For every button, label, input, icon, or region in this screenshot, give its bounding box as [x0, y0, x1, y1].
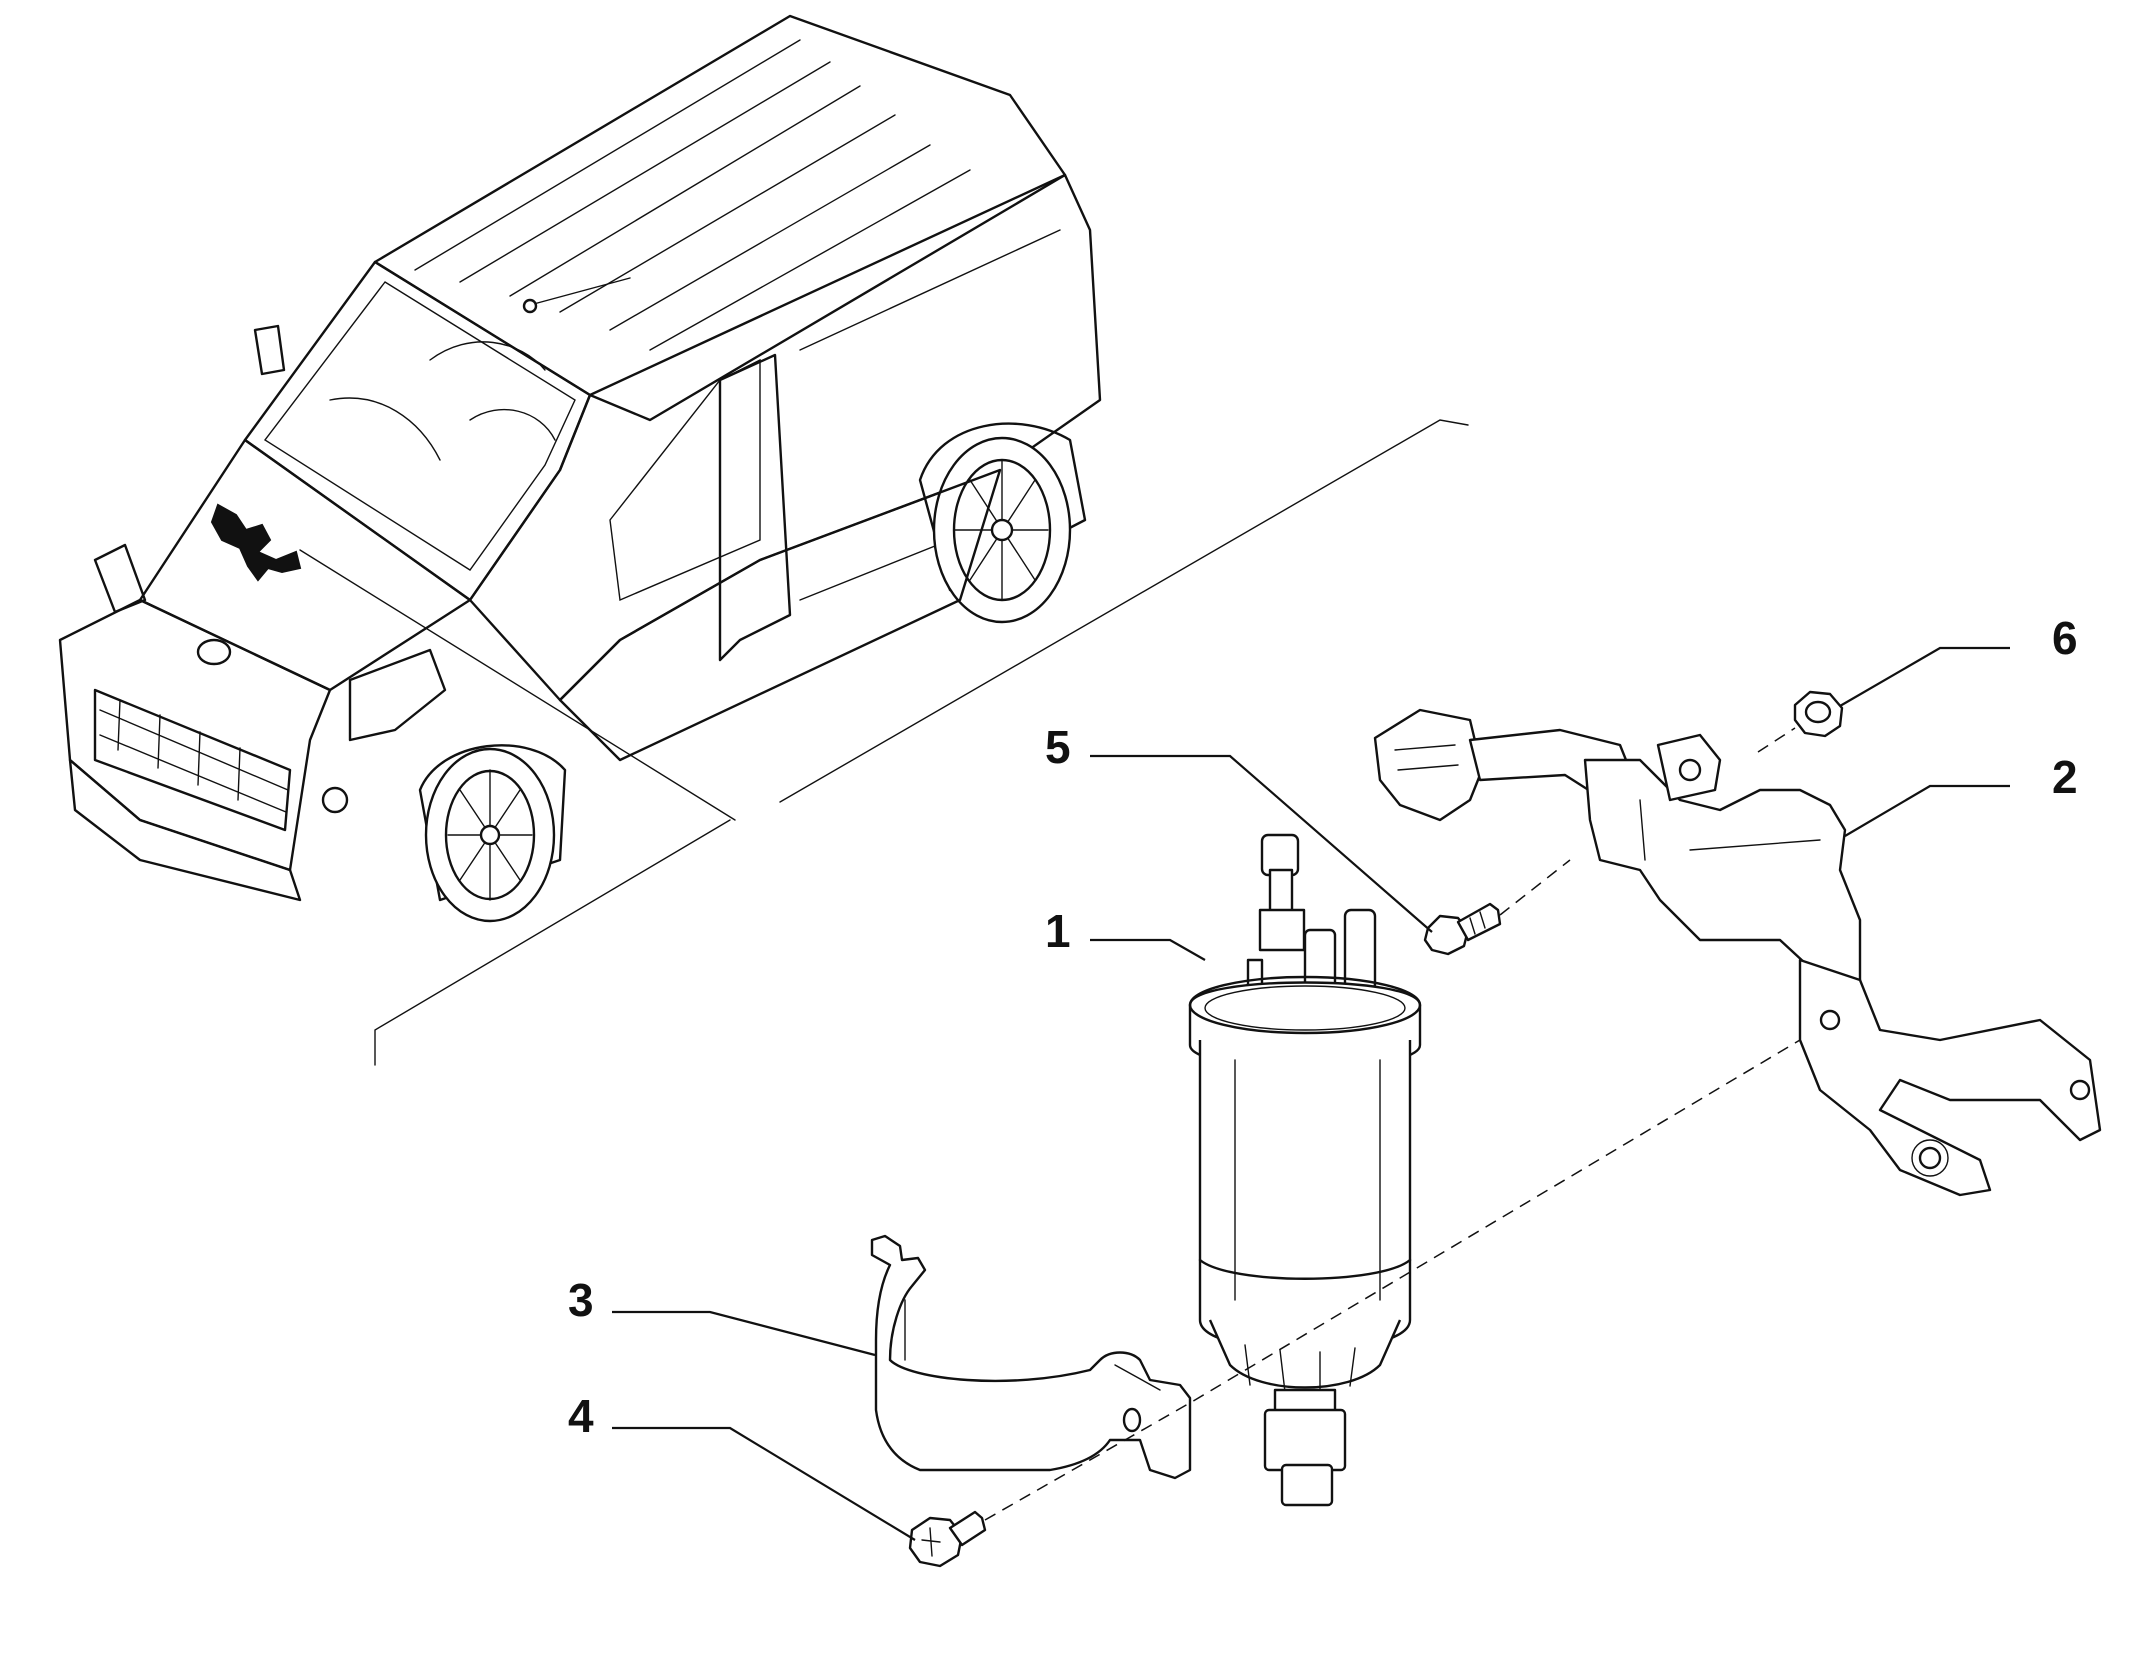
callout-4: 4	[568, 1390, 594, 1442]
callout-5: 5	[1045, 721, 1071, 773]
leader-5	[1090, 754, 1433, 933]
callout-3: 3	[568, 1274, 594, 1326]
van-icon	[58, 14, 1102, 923]
callout-6: 6	[2052, 612, 2078, 664]
leader-1	[1090, 938, 1206, 961]
detail-frame	[299, 419, 1469, 1066]
bracket-icon	[1373, 708, 2102, 1197]
leader-4	[612, 1426, 916, 1541]
fuel-filter-icon	[1188, 833, 1422, 1507]
leader-2	[1844, 784, 2010, 837]
callout-2: 2	[2052, 751, 2078, 803]
nut-icon	[1793, 690, 1844, 738]
screw-icon	[1423, 902, 1502, 956]
leader-6	[1839, 646, 2010, 707]
clamp-icon	[870, 1234, 1192, 1480]
leader-3	[612, 1310, 876, 1357]
leader-lines	[612, 646, 2010, 1541]
assembly-lines	[984, 727, 1801, 1521]
callout-1: 1	[1045, 905, 1071, 957]
bolt-icon	[908, 1510, 987, 1568]
callouts: 1 2 3 4 5 6	[568, 612, 2078, 1442]
